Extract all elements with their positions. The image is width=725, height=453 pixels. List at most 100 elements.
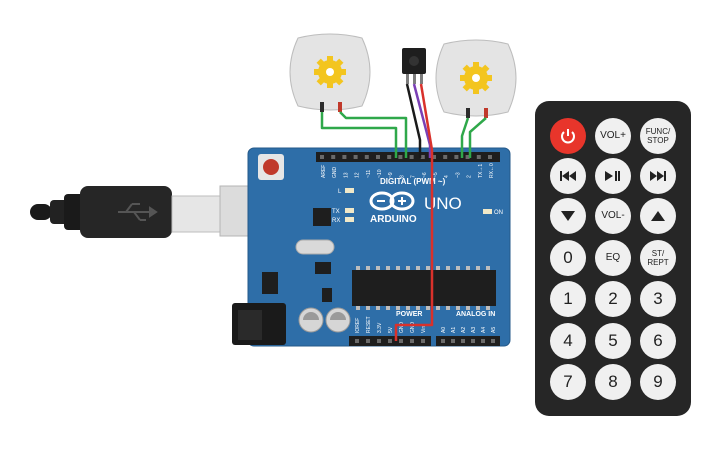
reset-button[interactable] — [258, 154, 284, 180]
pin-hole[interactable] — [320, 155, 324, 159]
pin-hole[interactable] — [488, 155, 492, 159]
pin-hole[interactable] — [471, 339, 475, 343]
gear-tooth — [473, 87, 479, 94]
pin-hole[interactable] — [443, 155, 448, 159]
remote-button-label: 5 — [608, 331, 618, 350]
digital-pin-label: ~9 — [388, 172, 394, 178]
pin-hole[interactable] — [491, 339, 495, 343]
led-l-label: L — [338, 189, 342, 195]
remote-button-5[interactable]: 5 — [595, 323, 631, 359]
remote-button-2[interactable]: 2 — [595, 281, 631, 317]
remote-button-vol-up[interactable]: VOL+ — [595, 118, 631, 154]
power-pin-label: RESET — [366, 316, 372, 333]
remote-button-rewind[interactable] — [550, 158, 586, 194]
digital-pin-label: 8 — [399, 175, 405, 178]
led-on-label: ON — [494, 210, 503, 216]
remote-button-label: 1 — [563, 289, 573, 308]
remote-button-7[interactable]: 7 — [550, 364, 586, 400]
pin-hole[interactable] — [331, 155, 336, 159]
digital-pin-label: 2 — [467, 175, 473, 178]
analog-header — [436, 336, 500, 346]
chip-pin — [396, 266, 400, 270]
led-rx-label: RX — [332, 218, 340, 224]
pin-hole[interactable] — [388, 339, 392, 343]
wire-green-motor-left-a — [320, 112, 398, 158]
chip-pin — [376, 266, 380, 270]
remote-button-label: VOL+ — [600, 130, 626, 141]
remote-button-up[interactable] — [640, 198, 676, 234]
pin-hole[interactable] — [451, 339, 455, 343]
remote-button-power[interactable] — [550, 118, 586, 154]
remote-button-4[interactable]: 4 — [550, 323, 586, 359]
analog-pin-label: A3 — [471, 327, 477, 333]
chip-pin — [446, 266, 450, 270]
smd-component — [322, 288, 332, 302]
pin-hole[interactable] — [454, 155, 459, 159]
digital-pin-label: 7 — [411, 175, 417, 178]
pin-hole[interactable] — [377, 339, 381, 343]
digital-pin-label: ~5 — [433, 172, 439, 178]
power-pin-label: IOREF — [355, 318, 361, 333]
model-label: UNO — [424, 194, 462, 213]
led-tx-label: TX — [332, 209, 340, 215]
remote-button-play-pause[interactable] — [595, 158, 631, 194]
remote-button-9[interactable]: 9 — [640, 364, 676, 400]
digital-pin-label: ~3 — [455, 172, 461, 178]
analog-pin-label: A5 — [491, 327, 497, 333]
pin-hole[interactable] — [432, 155, 436, 159]
pin-hole[interactable] — [420, 155, 425, 159]
pin-hole[interactable] — [355, 339, 359, 343]
pin-hole[interactable] — [481, 339, 485, 343]
pin-hole[interactable] — [441, 339, 445, 343]
pin-hole[interactable] — [409, 155, 414, 159]
remote-button-8[interactable]: 8 — [595, 364, 631, 400]
analog-pin-label: A4 — [481, 327, 487, 333]
remote-button-down[interactable] — [550, 198, 586, 234]
ir-receiver[interactable] — [402, 48, 426, 84]
wire-green-motor-right-a — [460, 117, 470, 158]
digital-pin-label: RX←0 — [489, 163, 495, 178]
pin-hole[interactable] — [342, 155, 347, 159]
pin-hole[interactable] — [364, 155, 369, 159]
pin-hole[interactable] — [461, 339, 465, 343]
remote-button-0[interactable]: 0 — [550, 240, 586, 276]
remote-button-eq[interactable]: EQ — [595, 240, 631, 276]
remote-button-label: 4 — [563, 331, 573, 350]
pin-hole[interactable] — [398, 155, 403, 159]
chip-pin — [466, 266, 470, 270]
digital-pin-label: GND — [332, 167, 338, 179]
pin-hole[interactable] — [353, 155, 358, 159]
led-l — [345, 188, 354, 193]
remote-button-func-stop[interactable]: FUNC/ STOP — [640, 118, 676, 154]
chip-pin — [426, 266, 430, 270]
remote-button-3[interactable]: 3 — [640, 281, 676, 317]
wire-green-motor-right-b — [468, 117, 487, 158]
remote-button-vol-down[interactable]: VOL- — [595, 198, 631, 234]
remote-button-st-rept[interactable]: ST/ REPT — [640, 240, 676, 276]
pin-hole[interactable] — [376, 155, 380, 159]
digital-pin-label: ~6 — [422, 172, 428, 178]
gear-tooth — [316, 76, 326, 86]
fast-forward-icon — [650, 170, 666, 182]
chip-pin — [366, 306, 370, 310]
dc-motor-right[interactable] — [435, 39, 517, 118]
power-pin-label: Vin — [421, 326, 427, 333]
remote-button-6[interactable]: 6 — [640, 323, 676, 359]
pin-hole[interactable] — [366, 339, 370, 343]
power-icon — [559, 127, 577, 145]
remote-button-label: FUNC/ STOP — [645, 127, 671, 145]
dc-motor-left[interactable] — [289, 33, 371, 112]
gear-tooth — [485, 75, 492, 81]
pin-hole[interactable] — [421, 339, 425, 343]
remote-button-label: 0 — [563, 248, 573, 267]
remote-button-fast-forward[interactable] — [640, 158, 676, 194]
pin-hole[interactable] — [399, 339, 403, 343]
gear-icon — [460, 62, 492, 94]
pin-hole[interactable] — [410, 339, 414, 343]
pin-hole[interactable] — [387, 155, 392, 159]
pin-hole[interactable] — [476, 155, 481, 159]
pin-hole[interactable] — [465, 155, 470, 159]
remote-button-1[interactable]: 1 — [550, 281, 586, 317]
wire-green-motor-left-b — [339, 111, 408, 158]
